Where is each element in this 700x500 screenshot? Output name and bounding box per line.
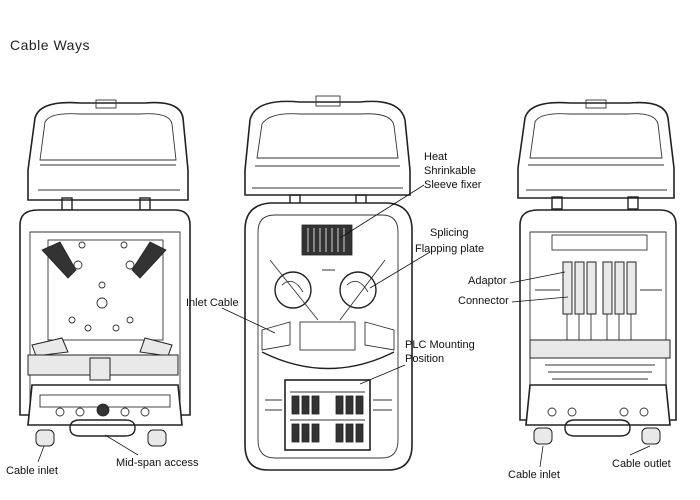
label-adaptor: Adaptor	[468, 275, 507, 287]
leader-inlet-cable	[221, 307, 276, 334]
leader-cable-inlet-left	[37, 445, 45, 463]
label-inlet-cable: Inlet Cable	[186, 297, 239, 309]
right-enclosure	[517, 99, 677, 445]
label-cable-inlet-right: Cable inlet	[508, 469, 560, 481]
leader-connector	[511, 296, 569, 303]
leader-heat-sleeve	[339, 184, 425, 239]
label-mid-span: Mid-span access	[116, 457, 199, 469]
left-enclosure	[19, 99, 191, 447]
label-heat-sleeve: Heat Shrinkable Sleeve fixer	[424, 151, 482, 191]
leader-mid-span	[104, 434, 139, 456]
label-connector: Connector	[458, 295, 509, 307]
leader-plc	[359, 364, 406, 385]
label-cable-inlet-left: Cable inlet	[6, 465, 58, 477]
adaptor-stack	[562, 261, 637, 340]
label-splicing: Splicing Flapping plate	[415, 227, 484, 255]
label-plc: PLC Mounting Position	[405, 339, 478, 365]
label-cable-outlet: Cable outlet	[612, 458, 671, 470]
leader-cable-inlet-right	[539, 445, 544, 468]
center-enclosure	[244, 95, 413, 471]
diagram-title: Cable Ways	[10, 37, 90, 53]
leader-adaptor	[509, 271, 566, 284]
leader-splicing	[369, 251, 431, 289]
leader-cable-outlet	[629, 445, 651, 456]
